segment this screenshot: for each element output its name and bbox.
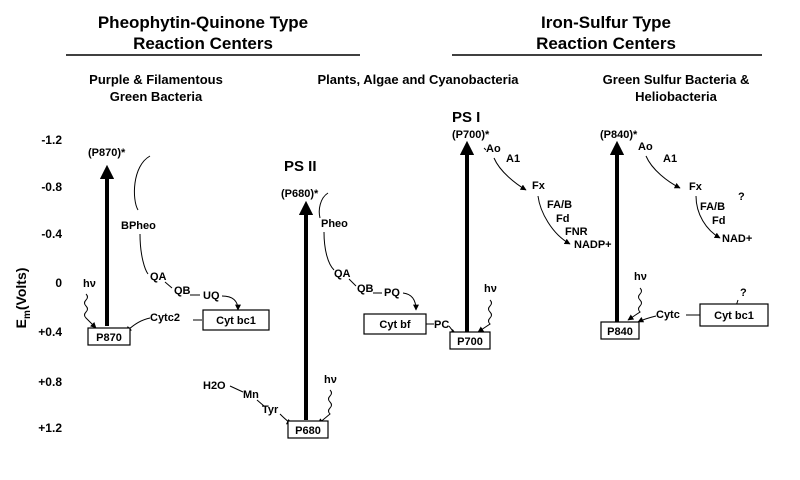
ps1-fd-label: Fd (556, 213, 569, 225)
green-sulfur-scheme: (P840)* Ao A1 Fx ? FA/B Fd NAD+ hν ? Cyt… (600, 129, 769, 340)
ps1-a1-label: A1 (506, 153, 520, 165)
p840-label: P840 (607, 326, 633, 338)
fx-to-nadp-arrow (537, 195, 571, 245)
mn-tyr-link (256, 399, 265, 407)
y-tick-label: -0.4 (41, 227, 62, 241)
header-right-line1: Iron-Sulfur Type (541, 13, 671, 32)
header-left-line1: Pheophytin-Quinone Type (98, 13, 308, 32)
p840-excited-label: (P840)* (600, 129, 638, 141)
ps1-fx-label: Fx (532, 180, 546, 192)
pheo-curve (323, 231, 335, 271)
group-green-line1: Green Sulfur Bacteria & (603, 72, 750, 87)
nadp-label: NADP+ (574, 239, 612, 251)
header-left-line2: Reaction Centers (133, 34, 273, 53)
p680-box (287, 420, 329, 439)
y-tick-label: -0.8 (41, 180, 62, 194)
nad-label: NAD+ (722, 233, 752, 245)
pc-label: PC (434, 319, 449, 331)
p700-label: P700 (457, 336, 483, 348)
h2o-label: H2O (203, 380, 226, 392)
light-wave-icon (317, 389, 332, 425)
green-a1-to-fx-arrow (645, 155, 681, 189)
pheo-label: Pheo (321, 218, 348, 230)
ps1-hv-label: hν (484, 283, 497, 295)
qb-label: QB (174, 285, 191, 297)
p680-label: P680 (295, 425, 321, 437)
cytc2-label: Cytc2 (150, 312, 180, 324)
green-fd-label: Fd (712, 215, 725, 227)
p870-label: P870 (96, 332, 122, 344)
ps2-hv-label: hν (324, 374, 337, 386)
ps2-qb-label: QB (357, 283, 374, 295)
p840-box (600, 321, 640, 340)
ps2-title: PS II (284, 158, 317, 175)
a1-to-fx-arrow (493, 157, 527, 191)
ps1-title: PS I (452, 109, 480, 126)
ps2-scheme: PS II (P680)* Pheo QA QB PQ Cyt bf PC H2… (203, 158, 457, 439)
ps2-qa-label: QA (334, 268, 351, 280)
green-question-2: ? (740, 287, 747, 299)
ps1-a0-label: Ao (486, 143, 501, 155)
green-fx-to-nad-arrow (695, 195, 721, 239)
qa-label: QA (150, 271, 167, 283)
group-green-line2: Heliobacteria (635, 89, 717, 104)
light-wave-icon (627, 287, 642, 321)
p700-a0-link (483, 147, 487, 151)
header-right-line2: Reaction Centers (536, 34, 676, 53)
y-tick-label: +0.4 (38, 325, 62, 339)
bpheo-label: BPheo (121, 220, 156, 232)
group-purple-line2: Green Bacteria (110, 89, 203, 104)
green-fx-label: Fx (689, 181, 703, 193)
uq-label: UQ (203, 290, 220, 302)
green-hv-label: hν (634, 271, 647, 283)
ps1-fab-label: FA/B (547, 199, 572, 211)
uq-to-cytbc1-arrow (221, 295, 241, 311)
light-wave-icon (477, 299, 492, 333)
p870-excited-label: (P870)* (88, 147, 126, 159)
p870-box (87, 327, 131, 346)
mn-label: Mn (243, 389, 259, 401)
ps2-qa-qb-link (348, 278, 357, 287)
h2o-mn-link (229, 385, 244, 393)
group-purple-line1: Purple & Filamentous (89, 72, 223, 87)
y-axis-label: Em(Volts) (13, 268, 33, 329)
cytbc1-box (202, 309, 270, 331)
fnr-label: FNR (565, 226, 588, 238)
light-wave-icon (84, 293, 97, 329)
pq-to-cytbf-arrow (402, 292, 419, 311)
green-question-1: ? (738, 191, 745, 203)
p870-transfer-curve (133, 155, 151, 211)
cytbc1-label: Cyt bc1 (216, 315, 256, 327)
y-tick-label: +0.8 (38, 375, 62, 389)
green-fab-label: FA/B (700, 201, 725, 213)
p680-excited-label: (P680)* (281, 188, 319, 200)
green-cytbc1-label: Cyt bc1 (714, 310, 754, 322)
pq-label: PQ (384, 287, 400, 299)
y-axis: Em(Volts) -1.2 -0.8 -0.4 0 +0.4 +0.8 +1.… (13, 133, 62, 435)
y-tick-label: +1.2 (38, 421, 62, 435)
bpheo-curve (139, 233, 149, 275)
green-a0-label: Ao (638, 141, 653, 153)
green-a1-label: A1 (663, 153, 677, 165)
p680-transfer-curve (318, 192, 329, 219)
p700-excited-label: (P700)* (452, 129, 490, 141)
qa-qb-link (164, 281, 173, 289)
cytbf-label: Cyt bf (379, 319, 411, 331)
cytc-to-p840-arrow (637, 315, 657, 323)
ps1-scheme: PS I (P700)* Ao A1 Fx FA/B Fd FNR NADP+ … (449, 109, 612, 350)
p700-box (449, 331, 491, 350)
purple-bacteria-scheme: (P870)* BPheo QA QB UQ hν Cyt bc1 Cytc2 … (83, 147, 270, 346)
group-plants: Plants, Algae and Cyanobacteria (317, 72, 519, 87)
hv-label: hν (83, 278, 96, 290)
y-tick-label: 0 (55, 276, 62, 290)
cytc-label: Cytc (656, 309, 680, 321)
y-tick-label: -1.2 (41, 133, 62, 147)
tyr-label: Tyr (262, 404, 279, 416)
